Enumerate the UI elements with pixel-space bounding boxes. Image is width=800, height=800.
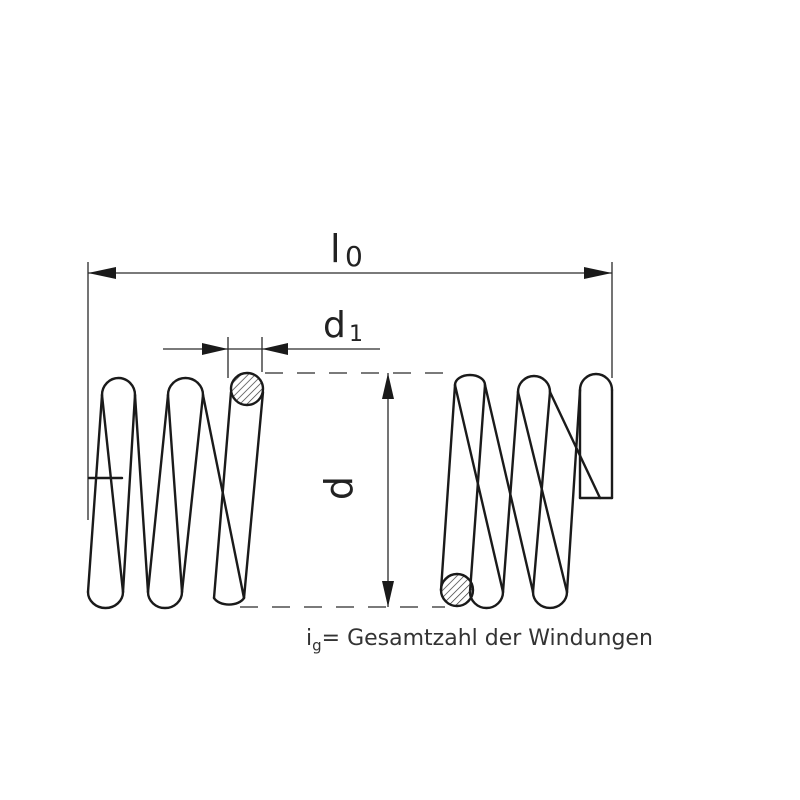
free-length-dimension xyxy=(87,262,613,520)
coil-diameter-dimension xyxy=(240,372,450,608)
caption-symbol: i xyxy=(306,626,313,651)
coil-diameter-label: d xyxy=(317,476,361,500)
free-length-label: l xyxy=(330,227,341,271)
wire-diameter-dimension xyxy=(163,337,380,378)
spring-left-half xyxy=(86,371,265,610)
free-length-subscript: 0 xyxy=(345,240,363,273)
caption-legend: ig= Gesamtzahl der Windungen xyxy=(306,626,653,654)
wire-cross-section-top xyxy=(229,371,265,407)
caption-text: = Gesamtzahl der Windungen xyxy=(321,626,653,651)
wire-diameter-subscript: 1 xyxy=(349,322,363,347)
wire-diameter-label: d xyxy=(323,305,346,346)
wire-cross-section-bottom xyxy=(439,572,475,608)
caption-symbol-subscript: g xyxy=(312,636,322,655)
spring-right-half xyxy=(439,372,614,610)
